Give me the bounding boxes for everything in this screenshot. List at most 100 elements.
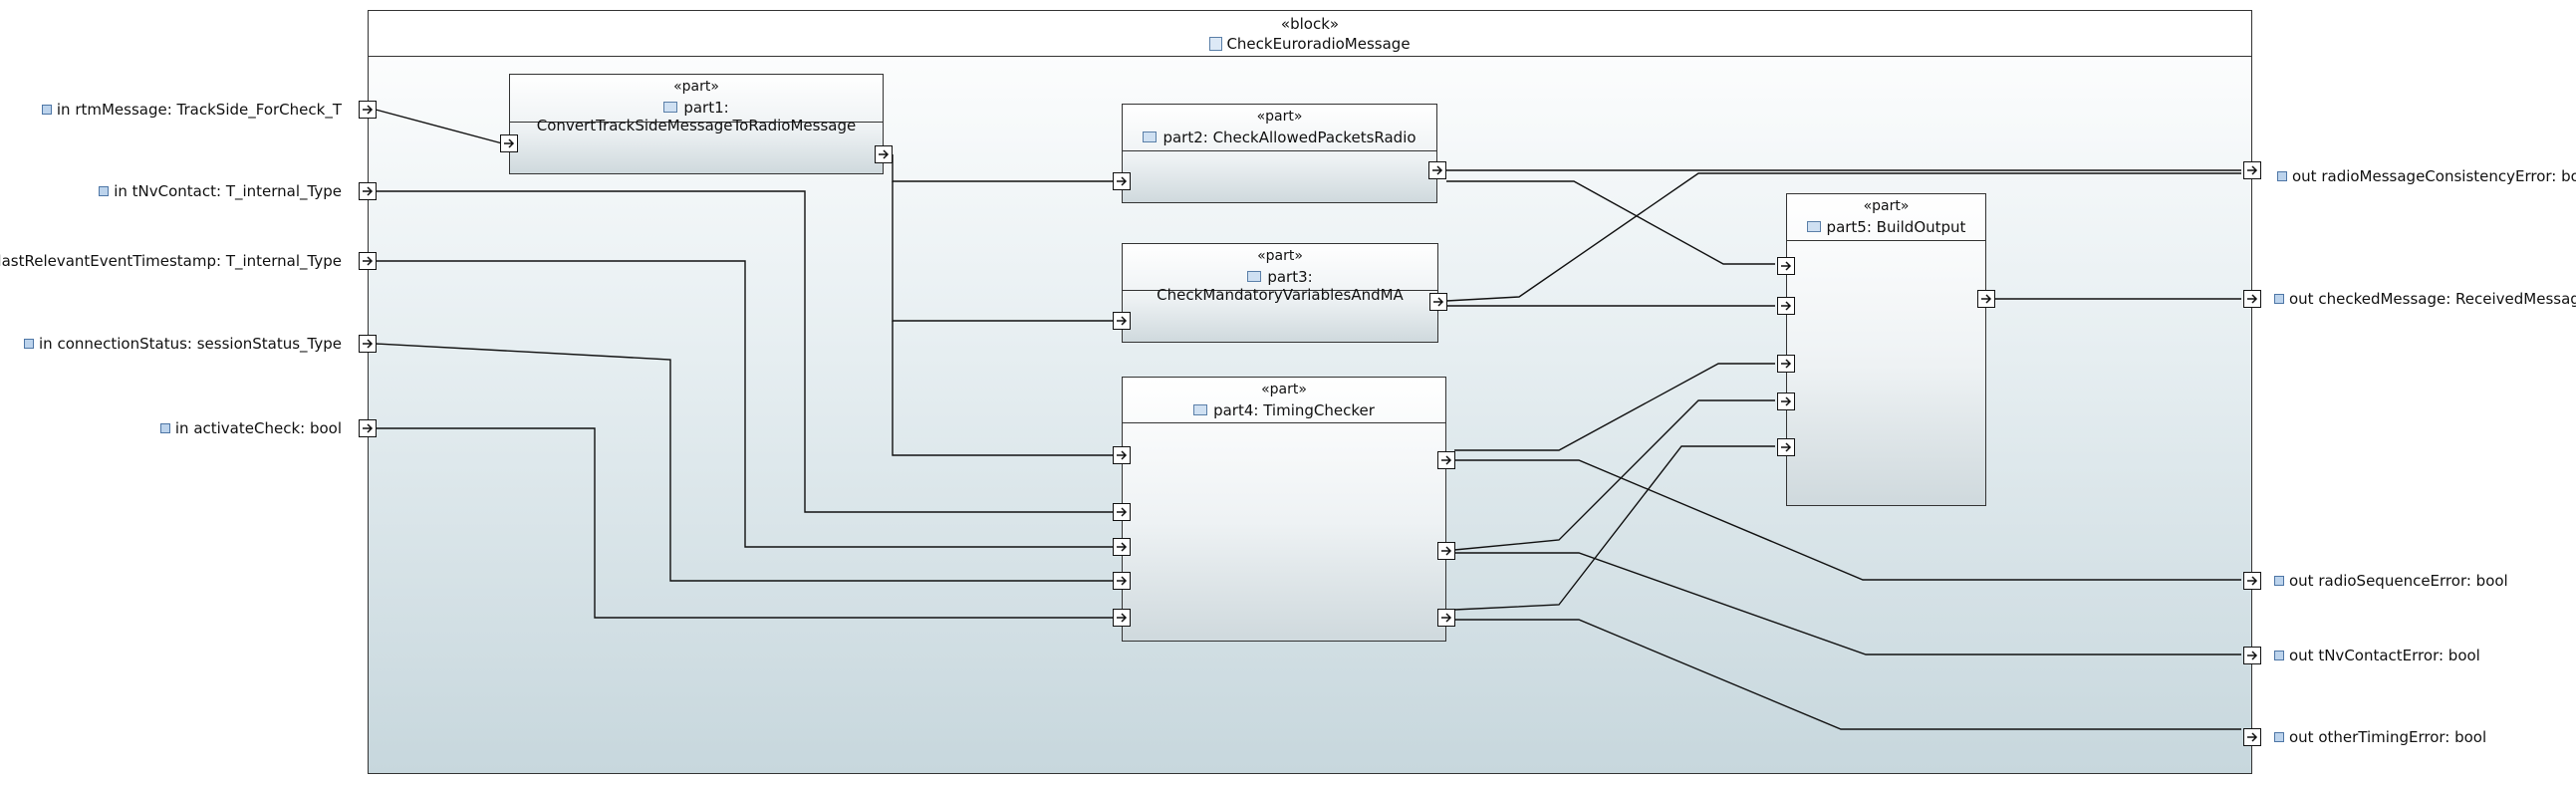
part3-header: «part» part3: CheckMandatoryVariablesAnd…	[1123, 244, 1437, 304]
part5-header: «part» part5: BuildOutput	[1787, 194, 1985, 241]
port-part4-in-2[interactable]	[1113, 503, 1131, 521]
arrow-right-icon	[1781, 396, 1792, 406]
port-part4-in-4[interactable]	[1113, 572, 1131, 590]
arrow-right-icon	[363, 256, 374, 266]
arrow-right-icon	[1781, 442, 1792, 452]
arrow-right-icon	[1981, 294, 1992, 304]
part-icon	[1143, 131, 1158, 142]
part1-stereotype: «part»	[673, 79, 719, 95]
port-out-consistency[interactable]	[2243, 161, 2261, 179]
input-icon	[99, 185, 110, 196]
output-label-checked: out checkedMessage: ReceivedMessage_T	[2274, 290, 2576, 308]
part3-name: part3: CheckMandatoryVariablesAndMA	[1157, 268, 1404, 304]
port-in-connstatus[interactable]	[359, 335, 377, 353]
output-icon	[2277, 170, 2287, 181]
part3-title: part3: CheckMandatoryVariablesAndMA	[1123, 268, 1437, 304]
output-label-tnv: out tNvContactError: bool	[2274, 647, 2480, 664]
port-in-activate[interactable]	[359, 419, 377, 437]
port-part1-in[interactable]	[500, 134, 518, 152]
part1-box[interactable]: «part» part1: ConvertTrackSideMessageToR…	[509, 74, 884, 174]
input-icon	[159, 422, 170, 433]
port-in-rtmmessage[interactable]	[359, 101, 377, 119]
port-part4-out-1[interactable]	[1437, 451, 1455, 469]
port-part4-out-2[interactable]	[1437, 542, 1455, 560]
arrow-right-icon	[363, 423, 374, 433]
port-in-tnvcontact[interactable]	[359, 182, 377, 200]
port-out-checked[interactable]	[2243, 290, 2261, 308]
part4-name: part4: TimingChecker	[1213, 401, 1375, 419]
arrow-right-icon	[2247, 165, 2258, 175]
part3-box[interactable]: «part» part3: CheckMandatoryVariablesAnd…	[1122, 243, 1438, 343]
arrow-right-icon	[1117, 542, 1128, 552]
input-icon	[41, 104, 52, 115]
part1-header: «part» part1: ConvertTrackSideMessageToR…	[510, 75, 883, 134]
part5-box[interactable]: «part» part5: BuildOutput	[1786, 193, 1986, 506]
port-part5-in-3[interactable]	[1777, 355, 1795, 373]
arrow-right-icon	[363, 105, 374, 115]
block-icon	[1209, 36, 1223, 51]
arrow-right-icon	[1441, 546, 1452, 556]
input-label-connstatus: in connectionStatus: sessionStatus_Type	[24, 335, 342, 353]
arrow-right-icon	[2247, 294, 2258, 304]
part-icon	[1247, 271, 1262, 282]
output-text-sequence: out radioSequenceError: bool	[2289, 572, 2508, 590]
arrow-right-icon	[2247, 576, 2258, 586]
input-text-activate: in activateCheck: bool	[174, 419, 342, 437]
port-part2-in[interactable]	[1113, 172, 1131, 190]
port-out-other[interactable]	[2243, 728, 2261, 746]
output-label-consistency: out radioMessageConsistencyError: bool	[2277, 167, 2576, 185]
part2-name: part2: CheckAllowedPacketsRadio	[1162, 129, 1417, 146]
arrow-right-icon	[1433, 297, 1444, 307]
arrow-right-icon	[1117, 576, 1128, 586]
input-text-connstatus: in connectionStatus: sessionStatus_Type	[39, 335, 342, 353]
block-stereotype: «block»	[1280, 15, 1340, 33]
port-part4-in-3[interactable]	[1113, 538, 1131, 556]
port-part4-out-3[interactable]	[1437, 609, 1455, 627]
port-part4-in-1[interactable]	[1113, 446, 1131, 464]
port-out-tnv[interactable]	[2243, 647, 2261, 664]
input-text-rtmmessage: in rtmMessage: TrackSide_ForCheck_T	[56, 101, 342, 119]
arrow-right-icon	[1441, 455, 1452, 465]
port-part1-out[interactable]	[875, 145, 893, 163]
output-icon	[2274, 575, 2284, 586]
port-part5-in-1[interactable]	[1777, 257, 1795, 275]
port-part5-out[interactable]	[1977, 290, 1995, 308]
port-part2-out[interactable]	[1428, 161, 1446, 179]
port-part5-in-2[interactable]	[1777, 297, 1795, 315]
arrow-right-icon	[1781, 301, 1792, 311]
part1-title: part1: ConvertTrackSideMessageToRadioMes…	[510, 99, 883, 134]
port-part5-in-4[interactable]	[1777, 392, 1795, 410]
arrow-right-icon	[2247, 651, 2258, 660]
input-label-rtmmessage: in rtmMessage: TrackSide_ForCheck_T	[41, 101, 342, 119]
part-icon	[663, 102, 678, 113]
port-part4-in-5[interactable]	[1113, 609, 1131, 627]
port-part3-out[interactable]	[1429, 293, 1447, 311]
output-icon	[2274, 293, 2284, 304]
port-in-lastevent[interactable]	[359, 252, 377, 270]
part3-stereotype: «part»	[1257, 248, 1303, 264]
arrow-right-icon	[363, 339, 374, 349]
part2-box[interactable]: «part» part2: CheckAllowedPacketsRadio	[1122, 104, 1437, 203]
arrow-right-icon	[1117, 507, 1128, 517]
input-label-lastevent: in lastRelevantEventTimestamp: T_interna…	[0, 252, 342, 270]
port-part3-in[interactable]	[1113, 312, 1131, 330]
arrow-right-icon	[2247, 732, 2258, 742]
port-part5-in-5[interactable]	[1777, 438, 1795, 456]
part4-title: part4: TimingChecker	[1123, 401, 1445, 419]
arrow-right-icon	[1781, 261, 1792, 271]
part5-title: part5: BuildOutput	[1787, 218, 1985, 236]
output-text-tnv: out tNvContactError: bool	[2289, 647, 2480, 664]
part2-stereotype: «part»	[1256, 109, 1303, 125]
arrow-right-icon	[1117, 176, 1128, 186]
part5-name: part5: BuildOutput	[1826, 218, 1966, 236]
arrow-right-icon	[1432, 165, 1443, 175]
arrow-right-icon	[504, 138, 515, 148]
part2-title: part2: CheckAllowedPacketsRadio	[1123, 129, 1436, 146]
part4-box[interactable]: «part» part4: TimingChecker	[1122, 377, 1446, 642]
output-label-other: out otherTimingError: bool	[2274, 728, 2486, 746]
arrow-right-icon	[1781, 359, 1792, 369]
arrow-right-icon	[1441, 613, 1452, 623]
output-icon	[2274, 731, 2284, 742]
port-out-sequence[interactable]	[2243, 572, 2261, 590]
part-icon	[1806, 221, 1821, 232]
